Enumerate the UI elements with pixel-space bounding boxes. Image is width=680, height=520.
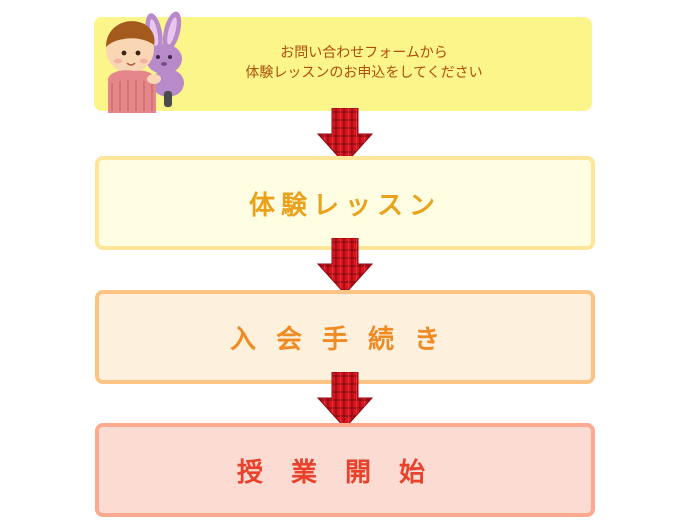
step-2-label: 体験レッスン	[249, 185, 441, 222]
step-4-class-start-box: 授業開始	[95, 423, 595, 517]
step-1-instruction: お問い合わせフォームから 体験レッスンのお申込をしてください	[214, 43, 514, 83]
child-holding-bunny-icon	[94, 9, 206, 113]
step-3-label: 入会手続き	[230, 319, 460, 356]
down-arrow-icon	[316, 372, 374, 430]
step-2-trial-lesson-box: 体験レッスン	[95, 156, 595, 250]
step-3-enrollment-box: 入会手続き	[95, 290, 595, 384]
step-1-contact-form-box: お問い合わせフォームから 体験レッスンのお申込をしてください	[94, 17, 592, 111]
step-1-line-1: お問い合わせフォームから	[214, 43, 514, 63]
step-1-line-2: 体験レッスンのお申込をしてください	[214, 63, 514, 83]
down-arrow-icon	[316, 238, 374, 296]
step-4-label: 授業開始	[237, 452, 453, 489]
